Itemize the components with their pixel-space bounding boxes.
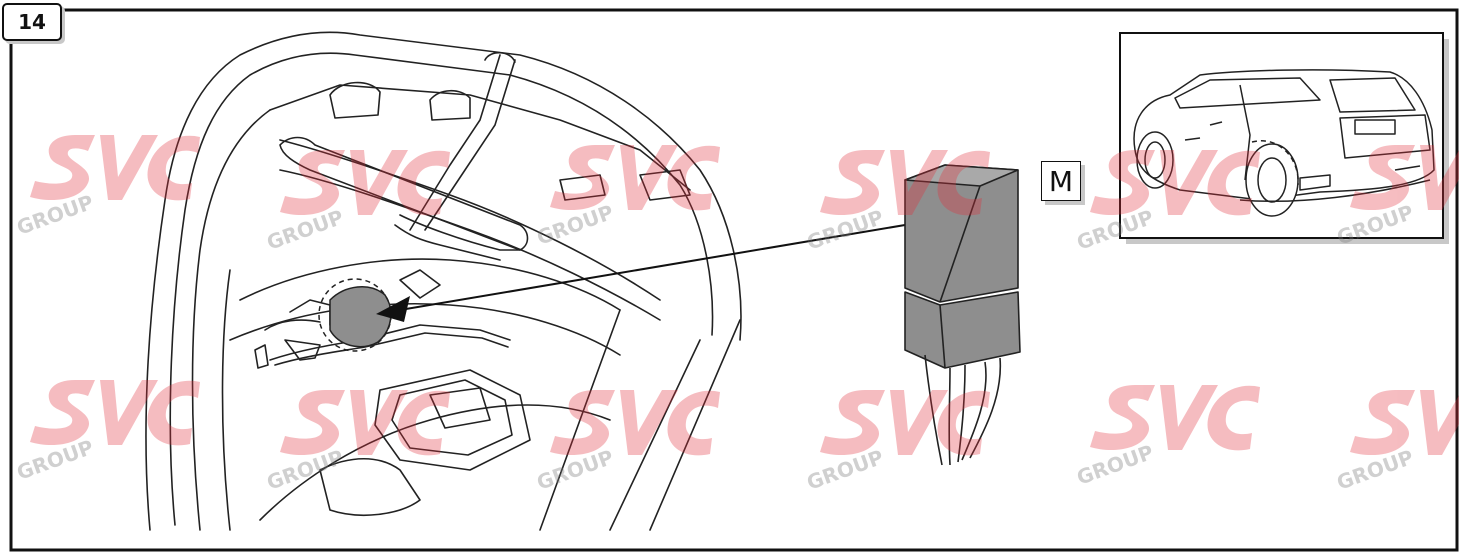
inset-highlight-arc <box>1251 140 1299 186</box>
module-label: M <box>1041 161 1081 201</box>
step-number-badge: 14 <box>2 3 62 41</box>
trunk-illustration <box>145 31 742 531</box>
